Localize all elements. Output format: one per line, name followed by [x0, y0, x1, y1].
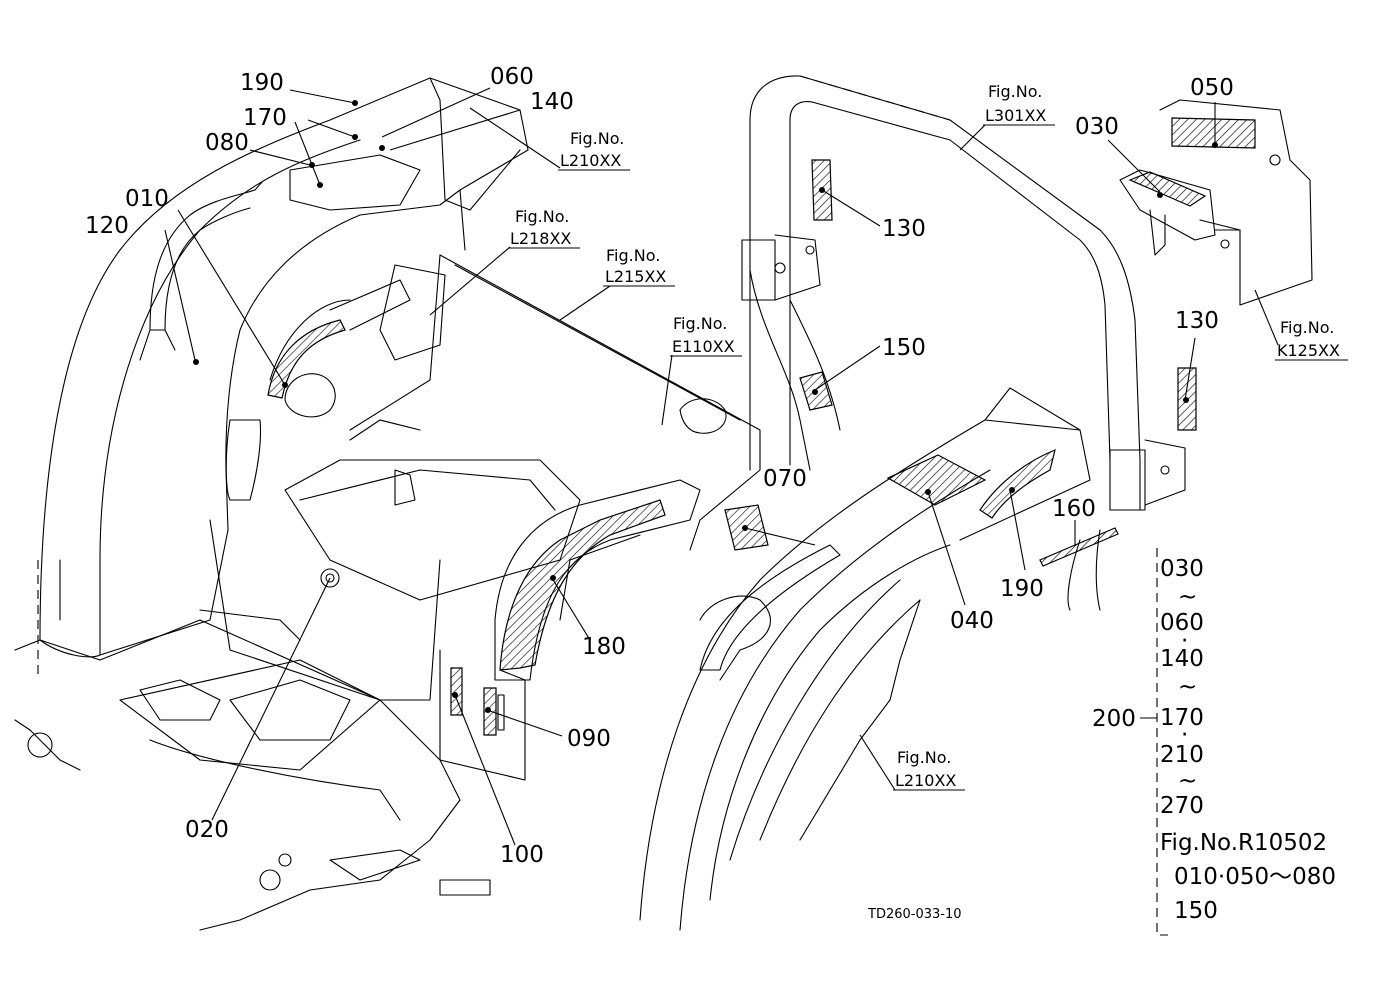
callout-030: 030 — [1075, 114, 1119, 140]
kit-item: 060 — [1160, 610, 1204, 636]
fig-ref-l210-lower: Fig.No. L210XX — [895, 748, 956, 790]
fig-ref-l218: Fig.No. L218XX — [510, 207, 571, 248]
svg-text:Fig.No.: Fig.No. — [988, 82, 1042, 101]
callout-070: 070 — [763, 466, 807, 492]
svg-text:L218XX: L218XX — [510, 229, 571, 248]
kit-extra-line-1: 010·050～080 — [1174, 864, 1336, 890]
svg-text:L301XX: L301XX — [985, 106, 1046, 125]
svg-text:Fig.No.: Fig.No. — [1280, 318, 1334, 337]
callout-160: 160 — [1052, 496, 1096, 522]
kit-item: 140 — [1160, 646, 1204, 672]
svg-text:L210XX: L210XX — [895, 771, 956, 790]
callout-200: 200 — [1092, 706, 1136, 732]
callout-020: 020 — [185, 817, 229, 843]
svg-text:L215XX: L215XX — [605, 267, 666, 286]
callout-120: 120 — [85, 213, 129, 239]
callout-050: 050 — [1190, 75, 1234, 101]
svg-text:Fig.No.: Fig.No. — [515, 207, 569, 226]
figure-references: Fig.No. L210XX Fig.No. L218XX Fig.No. L2… — [510, 82, 1340, 790]
leader-lines — [164, 87, 1348, 936]
svg-text:Fig.No.: Fig.No. — [897, 748, 951, 767]
kit-item: ~ — [1178, 674, 1197, 700]
fig-ref-e110: Fig.No. E110XX — [672, 314, 735, 356]
callout-150: 150 — [882, 335, 926, 361]
fig-ref-l210-upper: Fig.No. L210XX — [560, 129, 624, 170]
part-callouts: 190 060 170 140 080 010 120 020 100 090 … — [85, 64, 1234, 868]
callout-010: 010 — [125, 186, 169, 212]
callout-080: 080 — [205, 130, 249, 156]
svg-text:L210XX: L210XX — [560, 151, 621, 170]
kit-item: 170 — [1160, 705, 1204, 731]
fender-and-floor-artwork — [14, 77, 761, 931]
callout-100: 100 — [500, 842, 544, 868]
kit-item: · — [1181, 722, 1188, 748]
svg-text:E110XX: E110XX — [672, 337, 735, 356]
svg-text:K125XX: K125XX — [1277, 341, 1340, 360]
fig-ref-l301: Fig.No. L301XX — [985, 82, 1046, 125]
callout-060: 060 — [490, 64, 534, 90]
kit-item: 210 — [1160, 742, 1204, 768]
callout-170: 170 — [243, 105, 287, 131]
kit-item: · — [1181, 628, 1188, 654]
svg-text:Fig.No.: Fig.No. — [606, 246, 660, 265]
callout-130-lower: 130 — [1175, 308, 1219, 334]
fig-ref-k125: Fig.No. K125XX — [1277, 318, 1340, 360]
fig-ref-l215: Fig.No. L215XX — [605, 246, 666, 286]
callout-090: 090 — [567, 726, 611, 752]
kit-item: 030 — [1160, 556, 1204, 582]
svg-text:Fig.No.: Fig.No. — [673, 314, 727, 333]
rops-and-rear-fender-artwork — [639, 75, 1313, 931]
callout-130-upper: 130 — [882, 216, 926, 242]
kit-item: 270 — [1160, 793, 1204, 819]
leader-dots — [193, 100, 1218, 713]
callout-140: 140 — [530, 89, 574, 115]
kit-composition-list: 030 ~ 060 · 140 ~ 170 · 210 ~ 270 Fig.No… — [1160, 556, 1336, 924]
callout-190-lower: 190 — [1000, 576, 1044, 602]
callout-180: 180 — [582, 634, 626, 660]
svg-text:Fig.No.: Fig.No. — [570, 129, 624, 148]
callout-040: 040 — [950, 608, 994, 634]
kit-extra-line-2: 150 — [1174, 898, 1218, 924]
kit-item: ~ — [1178, 584, 1197, 610]
drawing-number: TD260-033-10 — [867, 907, 962, 922]
kit-item: ~ — [1178, 768, 1197, 794]
kit-fig-ref: Fig.No.R10502 — [1160, 830, 1327, 856]
callout-190: 190 — [240, 70, 284, 96]
